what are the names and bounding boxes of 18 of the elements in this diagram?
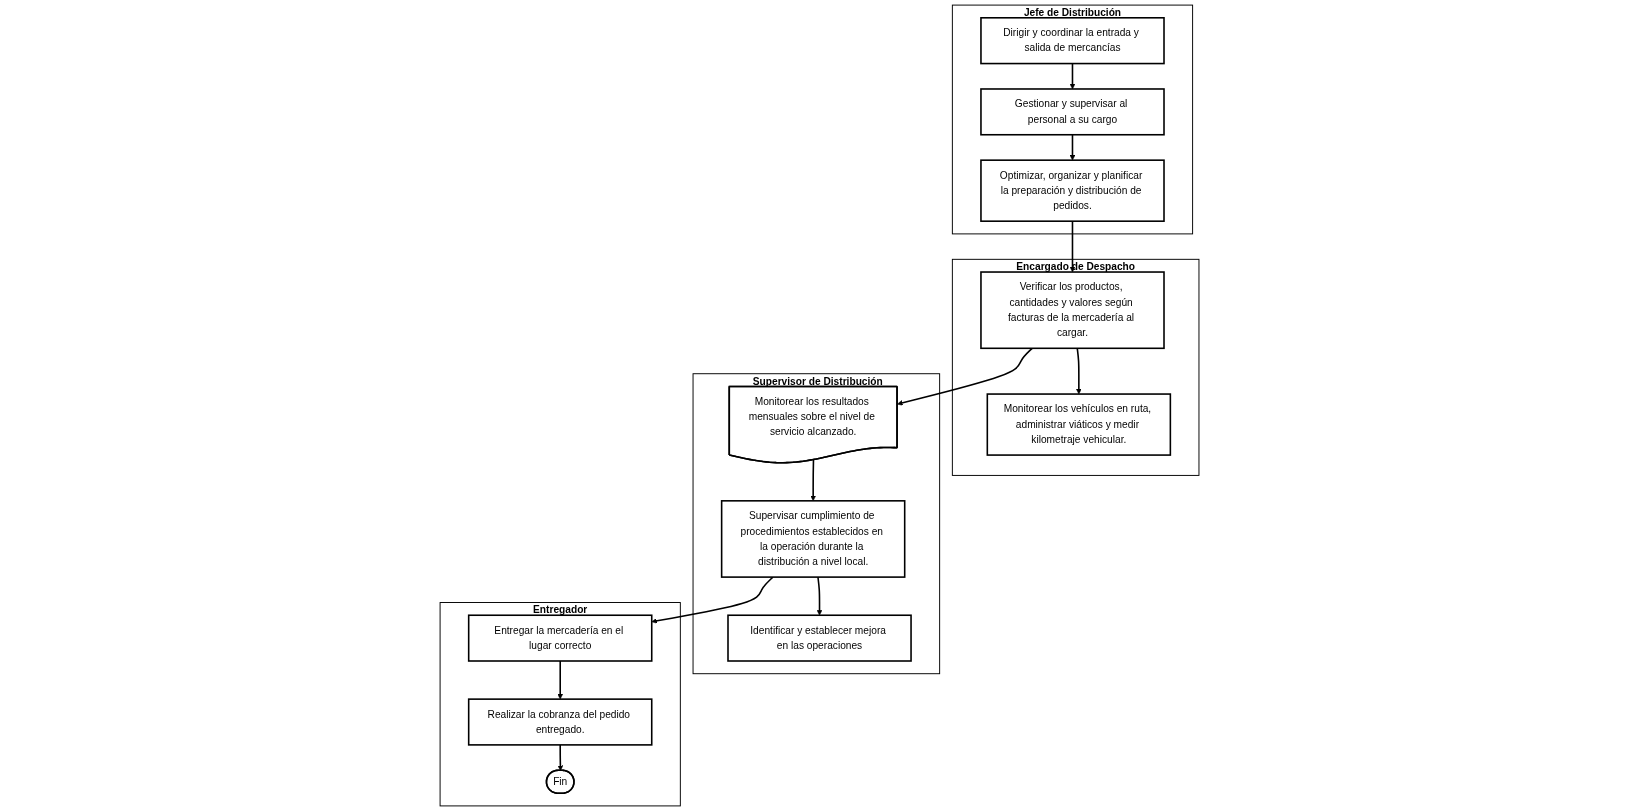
arrow	[1070, 62, 1076, 90]
node-box: Monitorear los vehículos en ruta, administrar viáticos y medir kilometraje vehicular.	[987, 393, 1172, 456]
node-box: Optimizar, organizar y planificar la preparación y distribución de pedidos.	[980, 159, 1166, 222]
arrow	[557, 660, 564, 700]
arrow	[558, 744, 564, 771]
node-box: Dirigir y coordinar la entrada y salida de mercancías	[980, 17, 1166, 65]
arrow	[897, 347, 1034, 406]
arrow	[1070, 133, 1076, 161]
node-box: Supervisar cumplimiento de procedimientos establecidos en la operación durante la distribución a nivel local.	[721, 500, 906, 578]
node-box: Gestionar y supervisar al personal a su cargo	[980, 88, 1166, 136]
arrow	[1076, 347, 1083, 395]
node-box: Realizar la cobranza del pedido entregado.	[468, 698, 653, 746]
arrow	[817, 576, 823, 616]
node-box: Entregar la mercadería en el lugar correcto	[468, 614, 653, 662]
arrow	[810, 459, 817, 502]
node-box: Identificar y establecer mejora en las operaciones	[727, 614, 913, 662]
arrow	[1070, 220, 1076, 273]
node-box: Verificar los productos, cantidades y valores según facturas de la mercadería al cargar.	[980, 271, 1166, 350]
